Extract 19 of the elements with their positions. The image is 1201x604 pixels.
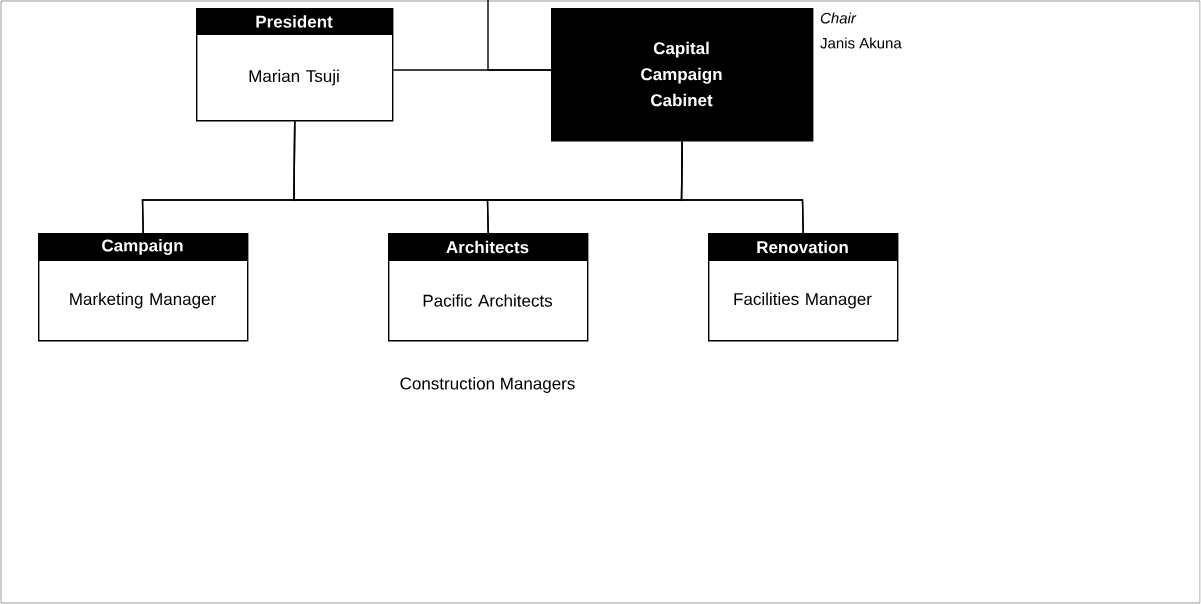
side-note: Chair xyxy=(820,12,857,24)
org-box xyxy=(38,233,249,342)
box-heading: Renovation xyxy=(757,240,848,254)
box-text: Marian Tsuji xyxy=(249,69,339,86)
box-title: Capital Campaign Cabinet xyxy=(641,41,722,107)
side-note: Janis Akuna xyxy=(820,37,902,49)
org-box xyxy=(551,8,814,142)
box-heading: Architects xyxy=(446,240,529,254)
connector-line xyxy=(680,140,804,234)
box-caption: Construction Managers xyxy=(400,377,575,393)
box-text: Marketing Manager xyxy=(70,292,216,309)
box-text: Facilities Manager xyxy=(734,292,872,309)
box-heading: Campaign xyxy=(102,239,183,255)
connector-line xyxy=(487,0,552,71)
org-box xyxy=(708,233,899,342)
org-box xyxy=(388,233,589,342)
org-box xyxy=(196,8,394,122)
box-heading: President xyxy=(256,15,333,28)
box-text: Pacific Architects xyxy=(423,294,553,307)
